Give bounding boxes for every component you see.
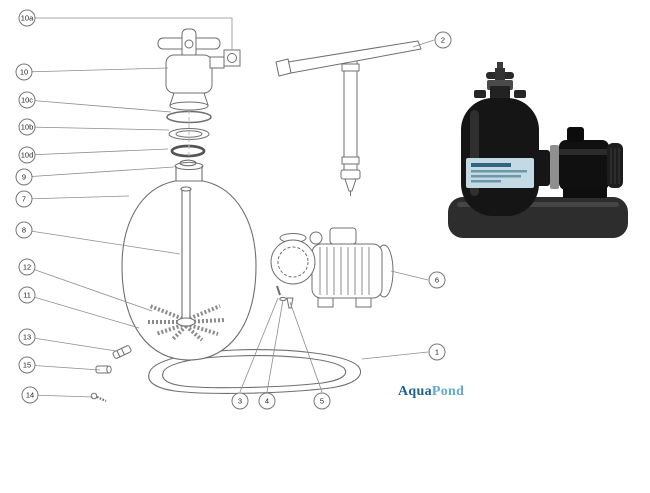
- callout-10c: 10c: [18, 91, 36, 109]
- part-13-fitting: [112, 345, 132, 359]
- pump-group: [270, 227, 394, 308]
- callout-10b: 10b: [18, 118, 36, 136]
- callout-13: 13: [18, 328, 36, 346]
- base-tray: [148, 349, 362, 394]
- callout-12: 12: [18, 258, 36, 276]
- callout-9: 9: [15, 168, 33, 186]
- callout-2: 2: [434, 31, 452, 49]
- callout-14: 14: [21, 386, 39, 404]
- photo-filter-tank: [461, 62, 539, 216]
- watermark-pond-text: Pond: [431, 384, 465, 399]
- watermark-aqua-text: Aqua: [398, 384, 432, 399]
- leader-lines: [23, 17, 435, 398]
- callout-3: 3: [231, 392, 249, 410]
- valve-group: [157, 28, 241, 164]
- part-14-screw: [90, 392, 107, 403]
- callout-15: 15: [18, 356, 36, 374]
- callout-10: 10: [15, 63, 33, 81]
- product-photo-group: [448, 62, 628, 238]
- callout-11: 11: [18, 286, 36, 304]
- tank-group: [121, 161, 257, 361]
- callout-1: 1: [428, 343, 446, 361]
- photo-pump: [536, 127, 623, 198]
- callout-5: 5: [313, 392, 331, 410]
- hose-group: [275, 40, 422, 196]
- callout-4: 4: [258, 392, 276, 410]
- callout-8: 8: [15, 221, 33, 239]
- callout-10d: 10d: [18, 146, 36, 164]
- callout-6: 6: [428, 271, 446, 289]
- small-parts-group: [90, 285, 294, 403]
- callout-10a: 10a: [18, 9, 36, 27]
- callout-7: 7: [15, 190, 33, 208]
- aquapond-watermark: AquaPond: [398, 384, 464, 400]
